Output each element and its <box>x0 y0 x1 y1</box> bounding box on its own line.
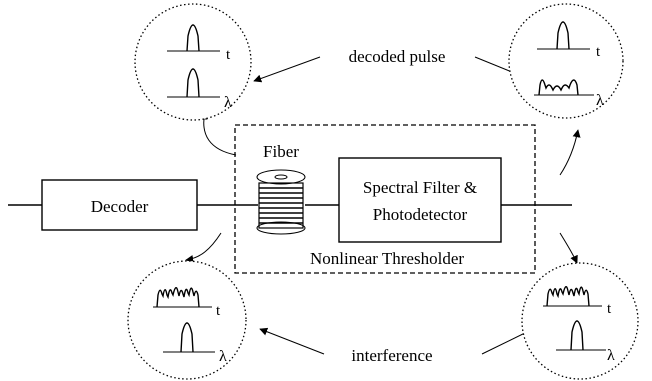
arrow-decoded-to-left <box>253 56 321 83</box>
decoded-pulse-label: decoded pulse <box>349 47 446 66</box>
circle-interference-right: t λ <box>521 262 639 380</box>
nonlinear-thresholder-label: Nonlinear Thresholder <box>310 249 464 268</box>
fiber-coil <box>258 182 304 229</box>
fiber-spool: Fiber <box>256 142 306 235</box>
axis-lambda-label: λ <box>596 92 604 109</box>
axis-lambda-label: λ <box>219 348 227 365</box>
circle-decoded-right: t λ <box>508 3 624 119</box>
interference-label: interference <box>351 346 432 365</box>
curved-arrow-top-left <box>199 111 237 156</box>
circle-interference-left: t λ <box>127 260 247 380</box>
curved-arrow-bottom-left <box>185 232 222 263</box>
axis-lambda-label: λ <box>224 94 232 111</box>
fiber-label: Fiber <box>263 142 299 161</box>
spectral-filter-photodetector-block: Spectral Filter & Photodetector <box>338 157 502 243</box>
axis-t-label: t <box>607 301 612 317</box>
circle-decoded-left: t λ <box>134 3 252 121</box>
decoder-block: Decoder <box>41 179 198 231</box>
arrow-interference-to-left <box>259 327 325 355</box>
axis-t-label: t <box>596 44 601 60</box>
decoder-label: Decoder <box>91 197 149 216</box>
axis-lambda-label: λ <box>607 347 615 364</box>
axis-t-label: t <box>226 47 231 63</box>
curved-arrow-top-right <box>559 129 581 176</box>
nonlinear-thresholder-block: Nonlinear Thresholder <box>234 124 536 274</box>
spectral-filter-label: Spectral Filter & <box>363 178 477 197</box>
fiber-windings <box>259 187 303 224</box>
axis-t-label: t <box>216 303 221 319</box>
curved-arrow-bottom-right <box>559 232 578 264</box>
photodetector-label: Photodetector <box>373 205 468 224</box>
